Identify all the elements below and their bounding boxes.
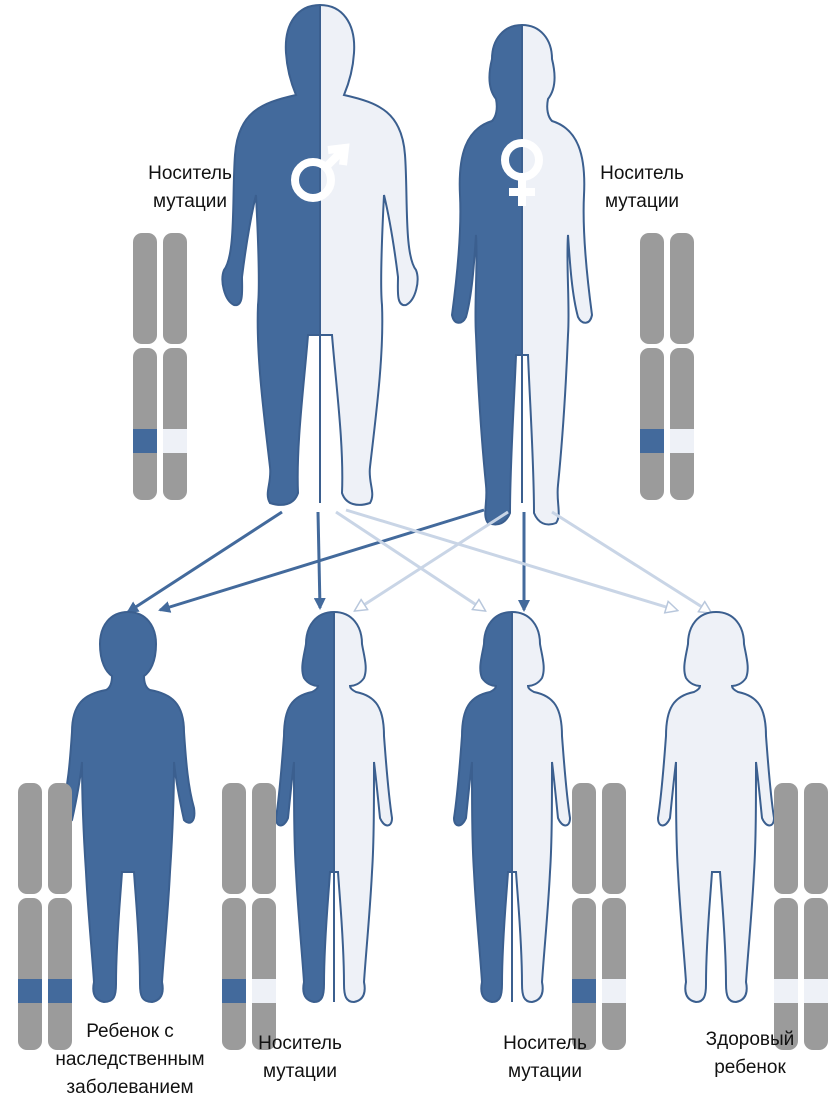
chromosome-short-arm — [804, 783, 828, 894]
chromosome-long-arm — [640, 348, 664, 500]
chromosome-long-arm — [774, 898, 798, 1050]
normal-gene-band — [252, 979, 276, 1003]
chromosome — [48, 783, 72, 1050]
chromosome-long-arm — [163, 348, 187, 500]
male-symbol-icon — [291, 143, 350, 202]
child-healthy-figure — [657, 611, 775, 1003]
chromosome-long-arm — [804, 898, 828, 1050]
normal-gene-band — [774, 979, 798, 1003]
mutant-gene-band — [572, 979, 596, 1003]
father-label-line1: Носитель — [148, 163, 232, 184]
chromosome — [774, 783, 798, 1050]
chromosome — [602, 783, 626, 1050]
chromosome-long-arm — [18, 898, 42, 1050]
chromosome-short-arm — [133, 233, 157, 344]
mutant-gene-band — [18, 979, 42, 1003]
father-label: Носитель мутации — [130, 160, 250, 216]
chromosome — [640, 233, 664, 500]
child-carrier-1-chromosome-pair — [222, 783, 276, 1050]
father-label-line2: мутации — [153, 191, 227, 212]
child-affected-label-line2: наследственным — [55, 1049, 205, 1070]
child-carrier-2-label-line2: мутации — [508, 1061, 582, 1082]
chromosome-long-arm — [602, 898, 626, 1050]
chromosome-short-arm — [774, 783, 798, 894]
mother-chromosome-pair — [640, 233, 694, 500]
normal-gene-band — [804, 979, 828, 1003]
female-symbol-icon — [501, 139, 543, 206]
child-carrier-label-1: Носитель мутации — [240, 1030, 360, 1086]
chromosome — [804, 783, 828, 1050]
chromosome — [163, 233, 187, 500]
chromosome-short-arm — [163, 233, 187, 344]
child-carrier-1-label-line1: Носитель — [258, 1033, 342, 1054]
chromosome-short-arm — [640, 233, 664, 344]
chromosome-long-arm — [252, 898, 276, 1050]
chromosome-pairs — [18, 233, 828, 1050]
chromosome-long-arm — [133, 348, 157, 500]
child-healthy-label: Здоровый ребенок — [690, 1026, 810, 1082]
mother-label: Носитель мутации — [582, 160, 702, 216]
child-carrier-figure-2 — [453, 611, 571, 1003]
child-healthy-label-line1: Здоровый — [705, 1029, 795, 1050]
child-affected-label: Ребенок с наследственным заболеванием — [40, 1018, 220, 1102]
chromosome-long-arm — [48, 898, 72, 1050]
chromosome-long-arm — [670, 348, 694, 500]
mutant-gene-band — [133, 429, 157, 453]
child-healthy-chromosome-pair — [774, 783, 828, 1050]
chromosome-short-arm — [48, 783, 72, 894]
chromosome-short-arm — [222, 783, 246, 894]
chromosome-short-arm — [572, 783, 596, 894]
mutant-gene-band — [640, 429, 664, 453]
inheritance-arrows — [126, 508, 710, 612]
normal-gene-band — [670, 429, 694, 453]
child-healthy-label-line2: ребенок — [714, 1057, 786, 1078]
child-affected-chromosome-pair — [18, 783, 72, 1050]
normal-gene-band — [602, 979, 626, 1003]
child-affected-label-line3: заболеванием — [66, 1077, 194, 1098]
chromosome — [133, 233, 157, 500]
child-carrier-2-chromosome-pair — [572, 783, 626, 1050]
mother-label-line2: мутации — [605, 191, 679, 212]
chromosome — [670, 233, 694, 500]
chromosome-short-arm — [18, 783, 42, 894]
child-carrier-figure-1 — [275, 611, 393, 1003]
mutant-gene-band — [222, 979, 246, 1003]
father-figure — [221, 4, 419, 506]
chromosome-short-arm — [602, 783, 626, 894]
father-chromosome-pair — [133, 233, 187, 500]
child-carrier-1-label-line2: мутации — [263, 1061, 337, 1082]
chromosome — [18, 783, 42, 1050]
chromosome-long-arm — [222, 898, 246, 1050]
chromosome — [572, 783, 596, 1050]
mother-figure — [451, 24, 593, 526]
chromosome — [222, 783, 246, 1050]
chromosome-short-arm — [252, 783, 276, 894]
chromosome-long-arm — [572, 898, 596, 1050]
child-affected-figure — [60, 611, 196, 1003]
mother-label-line1: Носитель — [600, 163, 684, 184]
child-carrier-label-2: Носитель мутации — [485, 1030, 605, 1086]
normal-gene-band — [163, 429, 187, 453]
mutant-gene-band — [48, 979, 72, 1003]
child-carrier-2-label-line1: Носитель — [503, 1033, 587, 1054]
chromosome — [252, 783, 276, 1050]
child-affected-label-line1: Ребенок с — [86, 1021, 174, 1042]
chromosome-short-arm — [670, 233, 694, 344]
